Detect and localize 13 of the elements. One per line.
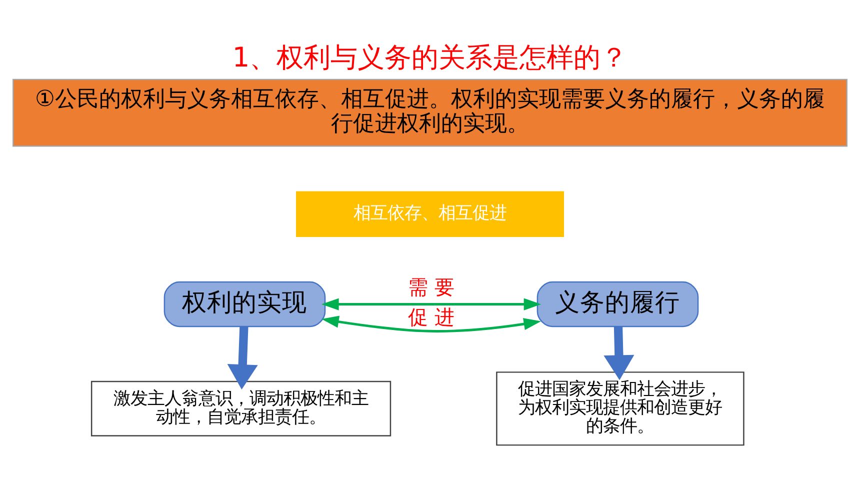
- edge-label: 需 要: [408, 276, 454, 299]
- node-box: ①公民的权利与义务相互依存、相互促进。权利的实现需要义务的履行，义务的履行促进权利的实现。: [12, 78, 848, 146]
- node-box: 相互依存、相互促进: [296, 190, 564, 236]
- node-box: 激发主人翁意识，调动积极性和主动性，自觉承担责任。: [90, 380, 392, 436]
- arrow: [227, 326, 258, 389]
- node-box: 义务的履行: [536, 280, 699, 327]
- arrow: [321, 298, 542, 310]
- diagram-title: 1、权利与义务的关系是怎样的？: [232, 42, 628, 74]
- node-box: 权利的实现: [164, 280, 326, 327]
- arrow: [321, 315, 542, 332]
- node-box: 促进国家发展和社会进步，为权利实现提供和创造更好的条件。: [496, 371, 744, 446]
- edge-label: 促 进: [408, 305, 454, 328]
- arrow: [604, 326, 634, 380]
